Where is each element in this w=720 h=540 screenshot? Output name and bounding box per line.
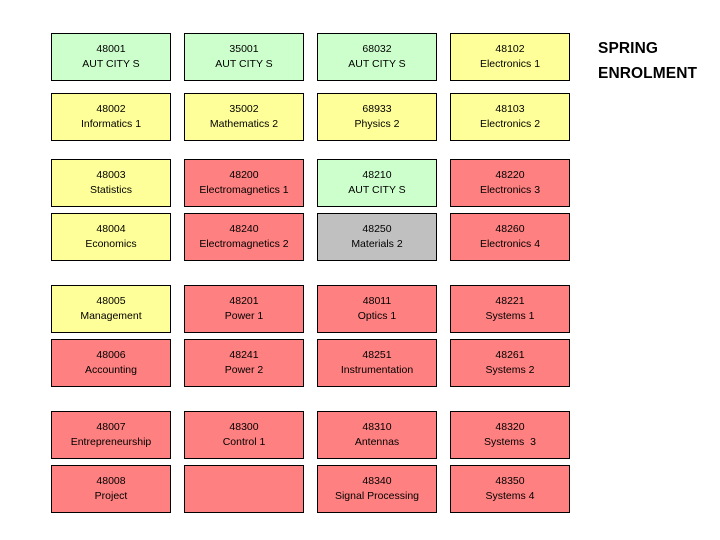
course-code: 35002 [229, 103, 259, 116]
course-name: AUT CITY S [348, 58, 406, 70]
course-code: 48320 [495, 421, 525, 434]
course-code: 48007 [96, 421, 126, 434]
course-code: 48221 [495, 295, 525, 308]
course-name: AUT CITY S [215, 58, 273, 70]
course-name: Systems 4 [485, 490, 535, 502]
course-name: Informatics 1 [80, 118, 142, 130]
course-name: Entrepreneurship [70, 436, 152, 448]
course-name: Electromagnetics 1 [199, 184, 289, 196]
course-name: Electromagnetics 2 [199, 238, 289, 250]
course-code: 48350 [495, 475, 525, 488]
course-code: 48241 [229, 349, 259, 362]
course-name: Signal Processing [334, 490, 420, 502]
course-code: 48201 [229, 295, 259, 308]
course-name: AUT CITY S [348, 184, 406, 196]
course-name: Systems 1 [485, 310, 535, 322]
course-code: 48300 [229, 421, 259, 434]
page-title: SPRING ENROLMENT [598, 36, 720, 86]
course-code: 48250 [362, 223, 392, 236]
course-code: 48340 [362, 475, 392, 488]
course-name: Power 1 [224, 310, 264, 322]
course-code: 48003 [96, 169, 126, 182]
course-name: Project [94, 490, 128, 502]
course-code: 48006 [96, 349, 126, 362]
page-title-line-1: SPRING [598, 40, 659, 57]
course-code: 48200 [229, 169, 259, 182]
course-name: Optics 1 [357, 310, 397, 322]
course-name: Systems 2 [485, 364, 535, 376]
course-name: Electronics 4 [479, 238, 541, 250]
course-name: Accounting [85, 364, 137, 376]
course-name: Control 1 [222, 436, 266, 448]
course-name: Economics [85, 238, 137, 250]
course-code: 68032 [362, 43, 392, 56]
course-name: Electronics 1 [479, 58, 541, 70]
course-name: Materials 2 [351, 238, 403, 250]
course-code: 48005 [96, 295, 126, 308]
course-code: 48240 [229, 223, 259, 236]
course-code: 48261 [495, 349, 525, 362]
course-box-empty[interactable] [184, 465, 304, 513]
course-code: 48260 [495, 223, 525, 236]
course-name: Physics 2 [354, 118, 400, 130]
course-name: Electronics 3 [479, 184, 541, 196]
course-name: Antennas [354, 436, 400, 448]
page-title-line-2: ENROLMENT [598, 65, 698, 83]
course-code: 48002 [96, 103, 126, 116]
course-name: Mathematics 2 [209, 118, 279, 130]
course-name: Systems 3 [484, 436, 536, 448]
course-code: 48011 [362, 295, 392, 308]
course-code: 48251 [362, 349, 392, 362]
course-name: Statistics [89, 184, 132, 196]
course-code: 35001 [229, 43, 259, 56]
course-code: 48310 [362, 421, 392, 434]
course-name: Management [80, 310, 142, 322]
course-code: 48001 [96, 43, 126, 56]
course-code: 68933 [362, 103, 392, 116]
course-name: AUT CITY S [82, 58, 140, 70]
course-code: 48220 [495, 169, 525, 182]
course-code: 48210 [362, 169, 392, 182]
course-code: 48102 [495, 43, 525, 56]
course-code: 48103 [495, 103, 525, 116]
course-code: 48008 [96, 475, 126, 488]
course-name: Instrumentation [340, 364, 414, 376]
course-code: 48004 [96, 223, 126, 236]
course-name: Power 2 [224, 364, 264, 376]
course-name: Electronics 2 [479, 118, 541, 130]
